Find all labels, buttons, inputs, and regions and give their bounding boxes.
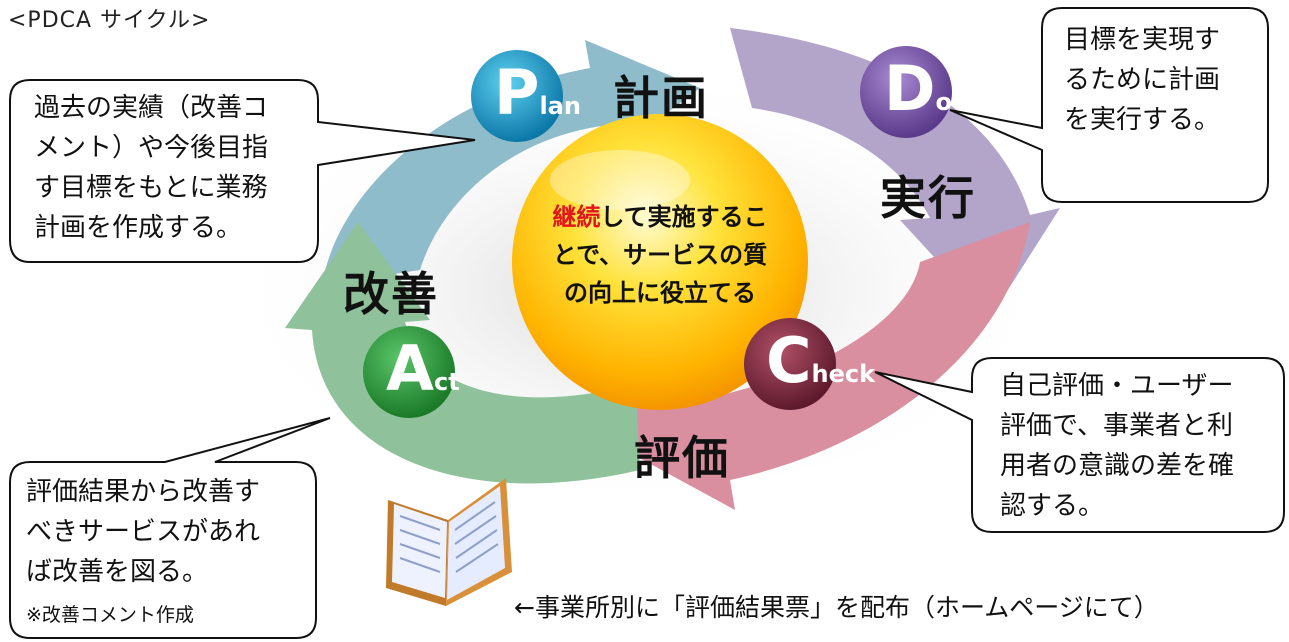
do-letter: D: [884, 52, 936, 125]
center-text: して実施するこ とで、サービスの質 の向上に役立てる: [552, 202, 768, 307]
plan-badge: [471, 50, 563, 142]
check-callout-bubble: [874, 357, 1285, 533]
act-label: 改善: [343, 267, 439, 321]
act-callout-note: ※改善コメント作成: [26, 604, 194, 626]
sphere-highlight: [550, 150, 690, 210]
diagram-title: <PDCA サイクル>: [8, 8, 211, 33]
check-badge: [744, 318, 836, 410]
act-arrow: [285, 222, 640, 484]
act-callout-text: 評価結果から改善す べきサービスがあれ ば改善を図る。: [26, 477, 261, 587]
plan-rest: lan: [539, 92, 581, 120]
act-badge-text: Act: [386, 332, 460, 405]
do-badge-text: Do: [884, 52, 952, 125]
check-letter: C: [766, 324, 812, 397]
plan-letter: P: [494, 56, 540, 129]
center-message: 継続して実施するこ とで、サービスの質 の向上に役立てる: [530, 198, 790, 312]
act-letter: A: [386, 332, 434, 405]
do-label: 実行: [880, 171, 976, 225]
center-sphere: [512, 114, 808, 410]
plan-arrow: [322, 40, 700, 285]
act-badge: [363, 326, 455, 418]
check-callout-text: 自己評価・ユーザー 評価で、事業者と利 用者の意識の差を確 認する。: [1000, 371, 1235, 521]
plan-label: 計画: [613, 71, 709, 125]
footer-note: ←事業所別に「評価結果票」を配布（ホームページにて）: [514, 593, 1159, 622]
report-notebook-icon: [386, 478, 512, 606]
do-rest: o: [935, 88, 952, 116]
check-label: 評価: [634, 431, 730, 485]
act-callout-bubble: [9, 417, 331, 639]
check-rest: heck: [811, 360, 876, 388]
plan-callout-text: 過去の実績（改善コ メント）や今後目指 す目標をもとに業務 計画を作成する。: [34, 93, 269, 243]
do-badge: [860, 46, 952, 138]
do-callout-text: 目標を実現す るために計画 を実行する。: [1064, 25, 1221, 135]
plan-badge-text: Plan: [494, 56, 581, 129]
check-badge-text: Check: [766, 324, 875, 397]
do-callout-bubble: [949, 7, 1269, 203]
act-rest: ct: [433, 368, 460, 396]
center-accent: 継続: [552, 202, 601, 231]
plan-callout-bubble: [9, 79, 476, 263]
